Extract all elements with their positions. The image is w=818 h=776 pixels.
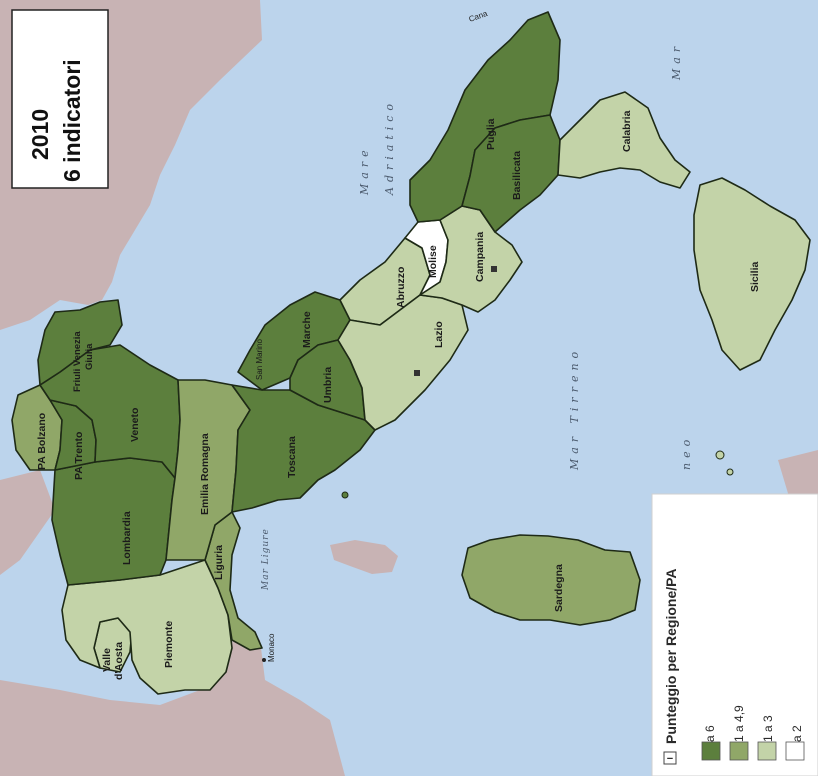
label-pa-bolzano: PA Bolzano: [36, 413, 48, 470]
label-molise: Molise: [427, 245, 439, 278]
legend-swatch-3-4: [729, 741, 749, 761]
legend-swatch-5-6: [701, 741, 721, 761]
sea-label-mare-adriatico-2: Adriatico: [383, 99, 396, 196]
corsica-island: [330, 540, 398, 574]
region-lazio[interactable]: [337, 294, 469, 431]
label-sardegna: Sardegna: [553, 564, 565, 612]
label-lazio: Lazio: [433, 321, 445, 348]
label-toscana: Toscana: [286, 436, 298, 478]
austria-land: [0, 470, 55, 575]
legend-title: Punteggio per Regione/PA: [663, 568, 679, 744]
legend-collapse-box[interactable]: [663, 751, 677, 765]
label-puglia: Puglia: [485, 118, 497, 150]
label-pa-trento: PA Trento: [73, 432, 85, 480]
region-puglia[interactable]: [409, 11, 561, 223]
region-friuli-venezia-giulia[interactable]: [37, 299, 123, 386]
sea-label-mar-ionio: Mar: [670, 42, 683, 81]
sea-label-mare-adriatico-1: Mare: [358, 145, 371, 196]
sea-label-mar-ligure: Mar Ligure: [261, 528, 271, 591]
aeolian-island: [726, 468, 734, 476]
slovenia-croatia-land: [0, 620, 345, 776]
sea-labels: Mare Adriatico Mar Tirreno Mar neo Mar L…: [261, 9, 693, 591]
label-lombardia: Lombardia: [121, 511, 133, 565]
elba-island: [341, 491, 349, 499]
title-subtitle: 6 indicatori: [59, 59, 85, 182]
capital-marker: [491, 266, 497, 272]
legend-label-3-4: 3,1 a 4,9: [732, 705, 746, 752]
place-label-san-marino: San Marino: [255, 339, 264, 380]
region-calabria[interactable]: [557, 91, 691, 189]
region-sardegna[interactable]: [461, 534, 641, 626]
title-frame: [11, 9, 109, 189]
label-umbria: Umbria: [322, 367, 334, 403]
label-basilicata: Basilicata: [511, 151, 523, 200]
label-piemonte: Piemonte: [163, 621, 175, 668]
label-sicilia: Sicilia: [749, 261, 761, 292]
aeolian-island: [715, 450, 725, 460]
label-abruzzo: Abruzzo: [395, 267, 407, 308]
region-labels: Valle d'Aosta Piemonte Liguria Lombardia…: [36, 110, 761, 680]
label-liguria: Liguria: [213, 545, 225, 580]
region-liguria[interactable]: [204, 511, 263, 651]
legend-swatch-0-2: [785, 741, 805, 761]
monaco-dot: [262, 658, 266, 662]
legend-swatch-2-3: [757, 741, 777, 761]
label-valle-daosta-1: Valle: [101, 648, 113, 672]
legend-panel: − Punteggio per Regione/PA 5 a 6 3,1 a 4…: [651, 493, 818, 776]
region-lombardia[interactable]: [51, 457, 176, 586]
legend-background: [651, 493, 818, 776]
label-friuli-1: Friuli Venezia: [72, 331, 83, 392]
label-campania: Campania: [474, 232, 486, 282]
legend-collapse-button[interactable]: −: [663, 751, 677, 765]
label-emilia-romagna: Emilia Romagna: [199, 433, 211, 515]
label-friuli-2: Giulia: [84, 343, 95, 370]
label-valle-daosta-2: d'Aosta: [113, 642, 125, 680]
label-veneto: Veneto: [129, 408, 141, 442]
regions: [11, 11, 811, 695]
title-box: 2010 6 indicatori: [11, 9, 109, 189]
place-label-monaco: Monaco: [267, 633, 276, 662]
title-year: 2010: [27, 109, 53, 160]
minus-icon: −: [667, 753, 673, 765]
sea-label-ionio-partial: neo: [680, 435, 693, 470]
region-sicilia[interactable]: [693, 177, 811, 371]
label-calabria: Calabria: [621, 110, 633, 152]
label-marche: Marche: [301, 311, 313, 348]
sea-label-mar-tirreno: Mar Tirreno: [568, 347, 581, 471]
region-basilicata[interactable]: [461, 114, 561, 233]
capital-marker: [414, 370, 420, 376]
